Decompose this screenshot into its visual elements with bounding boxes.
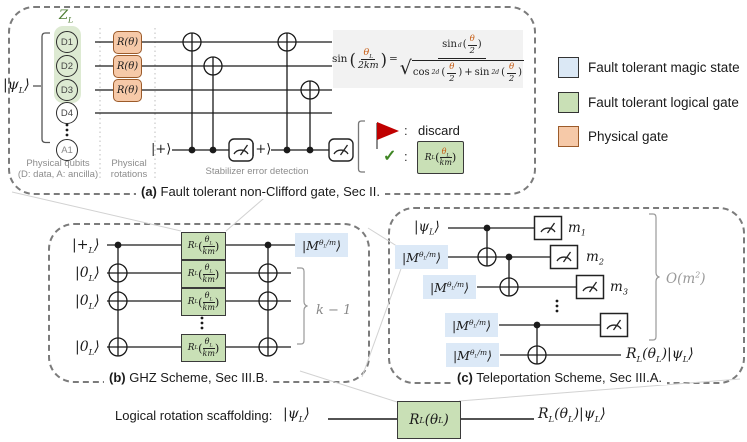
scaffolding-input-ket: |ψL⟩ xyxy=(283,406,310,424)
scaffolding-output-state: RL(θL)|ψL⟩ xyxy=(538,406,606,424)
physical-rotation-gate-1: R(θ) xyxy=(113,31,142,54)
discard-label: discard xyxy=(418,123,460,138)
plus-ket-1: |+⟩ xyxy=(151,142,172,157)
physical-rotation-gate-3: R(θ) xyxy=(113,79,142,102)
psi-input-ket: |ψL⟩ xyxy=(414,219,440,237)
logical-gate-swatch xyxy=(558,92,579,113)
legend-item-magic-state: Fault tolerant magic state xyxy=(558,57,740,78)
measurement-result-m1: m1 xyxy=(568,220,586,238)
physical-gate-swatch xyxy=(558,126,579,147)
panel-a-caption: (a) Fault tolerant non-Clifford gate, Se… xyxy=(136,184,385,199)
qubit-d3: D3 xyxy=(56,79,78,101)
panel-a-measure-boxes xyxy=(228,138,354,162)
panel-c-cnot-controls xyxy=(483,224,541,329)
measurement-result-m3: m3 xyxy=(610,279,628,297)
stabilizer-error-detection-label: Stabilizer error detection xyxy=(205,166,309,177)
psi-qubits-bracket xyxy=(41,32,50,144)
discard-flag-icon xyxy=(376,122,399,149)
qubit-d1: D1 xyxy=(56,31,78,53)
accept-colon: : xyxy=(404,149,408,164)
panel-c-cnot-targets xyxy=(477,247,547,365)
complexity-label: O(m2) xyxy=(666,269,706,287)
magic-state-swatch xyxy=(558,57,579,78)
zl-label: ZL xyxy=(59,8,74,25)
physical-rotation-gate-2: R(θ) xyxy=(113,55,142,78)
legend-label: Fault tolerant logical gate xyxy=(588,95,739,110)
scaffolding-label: Logical rotation scaffolding: xyxy=(115,408,273,423)
discard-colon: : xyxy=(404,123,408,138)
panel-c-measure-boxes xyxy=(533,215,629,338)
k-minus-1-brace xyxy=(297,267,308,345)
physical-qubits-label: Physical qubits(D: data, A: ancilla) xyxy=(17,158,99,181)
panel-c-wires xyxy=(448,227,621,364)
panel-b-caption: (b) GHZ Scheme, Sec III.B. xyxy=(104,370,273,385)
zero-l-ket-2: |0L⟩ xyxy=(75,293,100,311)
zoom-connector-lines xyxy=(11,191,741,403)
section-separator-dotted-lines xyxy=(99,28,156,180)
panel-b-cnot-controls xyxy=(114,241,272,249)
psi-ket-label: |ψL⟩ xyxy=(3,77,30,95)
complexity-brace xyxy=(649,213,660,341)
teleported-output-state: RL(θL)|ψL⟩ xyxy=(626,346,694,364)
qubit-d4: D4 xyxy=(56,102,78,124)
legend-item-logical-gate: Fault tolerant logical gate xyxy=(558,92,739,113)
panel-a-cnot-targets xyxy=(182,32,320,100)
legend-item-physical-gate: Physical gate xyxy=(558,126,668,147)
panel-c-ellipsis xyxy=(555,299,559,313)
panel-a-cnot-controls xyxy=(188,146,314,154)
qubit-column-ellipsis xyxy=(65,123,69,137)
plus-ket-2: |+⟩ xyxy=(251,142,272,157)
k-minus-1-label: k − 1 xyxy=(316,303,352,318)
zero-l-ket-3: |0L⟩ xyxy=(75,339,100,357)
panel-c-caption: (c) Teleportation Scheme, Sec III.A. xyxy=(452,370,667,385)
outcome-bracket xyxy=(357,120,365,173)
zero-l-ket-1: |0L⟩ xyxy=(75,265,100,283)
qubit-a1: A1 xyxy=(56,139,78,161)
legend-label: Fault tolerant magic state xyxy=(588,60,740,75)
legend-label: Physical gate xyxy=(588,129,669,144)
panel-b-cnot-targets xyxy=(108,263,278,357)
measurement-result-m2: m2 xyxy=(586,249,604,267)
plus-l-ket: |+L⟩ xyxy=(72,237,100,255)
accept-check-icon: ✓ xyxy=(383,148,397,165)
panel-b-ellipsis xyxy=(200,316,204,330)
qubit-d2: D2 xyxy=(56,55,78,77)
